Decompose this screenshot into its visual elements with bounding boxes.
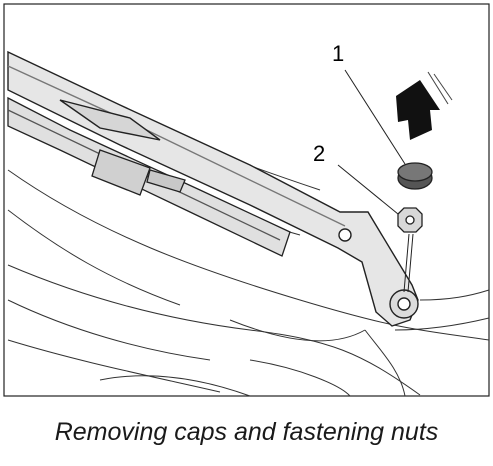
callout-1: 1 xyxy=(332,41,345,66)
callout-2: 2 xyxy=(313,141,326,166)
guide-lines xyxy=(403,233,414,293)
leader-lines xyxy=(337,69,406,215)
illustration xyxy=(3,3,490,397)
cap xyxy=(397,162,433,190)
fastening-nut xyxy=(397,207,423,233)
figure-caption: Removing caps and fastening nuts xyxy=(54,418,439,446)
wiper-blade xyxy=(7,96,291,257)
wiper-arm xyxy=(7,50,419,327)
removal-arrow-icon xyxy=(396,71,453,140)
